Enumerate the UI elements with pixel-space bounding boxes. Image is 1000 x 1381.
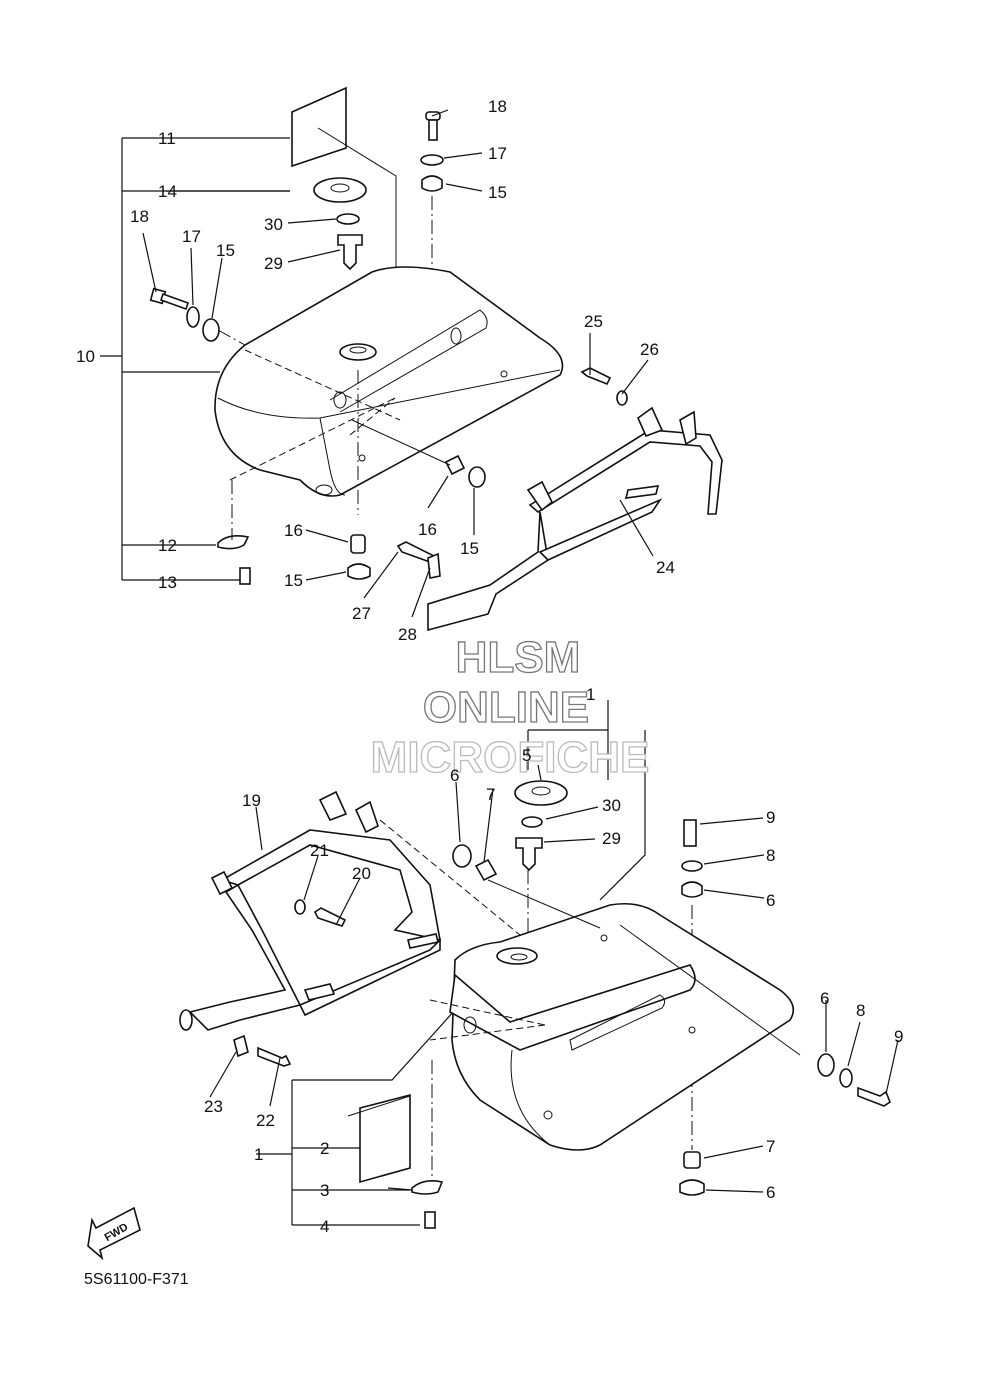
tank-cap-5 — [514, 780, 568, 806]
callout-26: 26 — [640, 340, 659, 359]
callout-labels: 18 17 15 11 14 30 29 18 17 15 10 25 26 1… — [76, 97, 903, 1236]
label-sheet-11 — [291, 86, 347, 168]
callout-27: 27 — [352, 604, 371, 623]
callout-1: 1 — [586, 685, 595, 704]
upper-saddlebag-assembly — [100, 86, 723, 632]
watermark-line3: MICROFICHE — [371, 733, 650, 782]
tank-cap-14 — [313, 177, 367, 203]
callout-6: 6 — [820, 989, 829, 1008]
callout-9: 9 — [766, 808, 775, 827]
callout-8: 8 — [766, 846, 775, 865]
bolt-9-top — [683, 819, 697, 847]
callout-14: 14 — [158, 182, 177, 201]
bolt-18-left — [149, 287, 190, 311]
lock-29-lower — [515, 837, 543, 872]
leader-lines — [142, 109, 899, 1193]
callout-29: 29 — [264, 254, 283, 273]
washer-17-left — [186, 306, 200, 328]
callout-12: 12 — [158, 536, 177, 555]
diagram-code: 5S61100-F371 — [84, 1271, 189, 1288]
callout-30: 30 — [264, 215, 283, 234]
plate-23 — [233, 1034, 249, 1058]
grommet-15-mid — [468, 466, 486, 488]
callout-4: 4 — [320, 1217, 329, 1236]
callout-24: 24 — [656, 558, 675, 577]
watermark-line1: HLSM — [456, 633, 581, 682]
o-ring-30 — [336, 213, 360, 225]
callout-1: 1 — [254, 1145, 263, 1164]
callout-30: 30 — [602, 796, 621, 815]
screw-13 — [239, 567, 251, 585]
collar-7-upper — [474, 858, 498, 882]
callout-15: 15 — [488, 183, 507, 202]
callout-5: 5 — [522, 746, 531, 765]
callout-15: 15 — [460, 539, 479, 558]
callout-6: 6 — [766, 891, 775, 910]
grommet-15-top — [421, 175, 443, 192]
callout-9: 9 — [894, 1027, 903, 1046]
o-ring-30-lower — [521, 816, 543, 828]
callout-21: 21 — [310, 841, 329, 860]
saddlebag-10 — [214, 266, 564, 497]
callout-11: 11 — [158, 129, 176, 148]
watermark-line2: ONLINE — [423, 683, 589, 732]
washer-21 — [294, 899, 306, 915]
callout-23: 23 — [204, 1097, 223, 1116]
callout-17: 17 — [488, 144, 507, 163]
watermark: HLSM ONLINE MICROFICHE — [370, 632, 650, 782]
washer-17-top — [420, 154, 444, 166]
callout-29: 29 — [602, 829, 621, 848]
callout-18: 18 — [488, 97, 507, 116]
collar-7-lower — [683, 1151, 701, 1169]
plate-28 — [427, 552, 441, 579]
grommet-6-upper — [452, 844, 472, 868]
clip-3 — [411, 1180, 444, 1195]
callout-6: 6 — [766, 1183, 775, 1202]
callout-25: 25 — [584, 312, 603, 331]
callout-7: 7 — [486, 785, 495, 804]
callout-18: 18 — [130, 207, 149, 226]
grommet-15-left — [202, 318, 220, 342]
callout-16: 16 — [418, 520, 437, 539]
fwd-arrow-icon: FWD — [87, 1206, 141, 1261]
callout-7: 7 — [766, 1137, 775, 1156]
callout-15: 15 — [216, 241, 235, 260]
clip-12 — [217, 535, 250, 550]
callout-22: 22 — [256, 1111, 275, 1130]
callout-13: 13 — [158, 573, 177, 592]
stay-24 — [427, 406, 723, 632]
collar-16-mid — [444, 454, 466, 476]
callout-10: 10 — [76, 347, 95, 366]
washer-26 — [616, 390, 628, 406]
callout-2: 2 — [320, 1139, 329, 1158]
collar-16-low — [350, 534, 366, 554]
grommet-6-lower — [679, 1179, 705, 1196]
grommet-15-low — [347, 563, 371, 580]
washer-8-top — [681, 860, 703, 872]
washer-8-side — [839, 1068, 853, 1088]
bolt-9-side — [857, 1086, 891, 1107]
callout-8: 8 — [856, 1001, 865, 1020]
screw-4 — [424, 1211, 436, 1229]
callout-6: 6 — [450, 766, 459, 785]
callout-28: 28 — [398, 625, 417, 644]
callout-16: 16 — [284, 521, 303, 540]
bolt-22 — [257, 1046, 292, 1067]
bolt-25 — [580, 367, 612, 386]
lower-saddlebag-assembly — [179, 700, 891, 1229]
callout-19: 19 — [242, 791, 261, 810]
callout-20: 20 — [352, 864, 371, 883]
stay-19 — [179, 790, 442, 1031]
lock-29 — [337, 234, 363, 271]
callout-17: 17 — [182, 227, 201, 246]
callout-15: 15 — [284, 571, 303, 590]
grommet-6-side — [817, 1053, 835, 1077]
grommet-6-top — [681, 881, 703, 898]
callout-3: 3 — [320, 1181, 329, 1200]
label-sheet-2 — [359, 1093, 411, 1184]
